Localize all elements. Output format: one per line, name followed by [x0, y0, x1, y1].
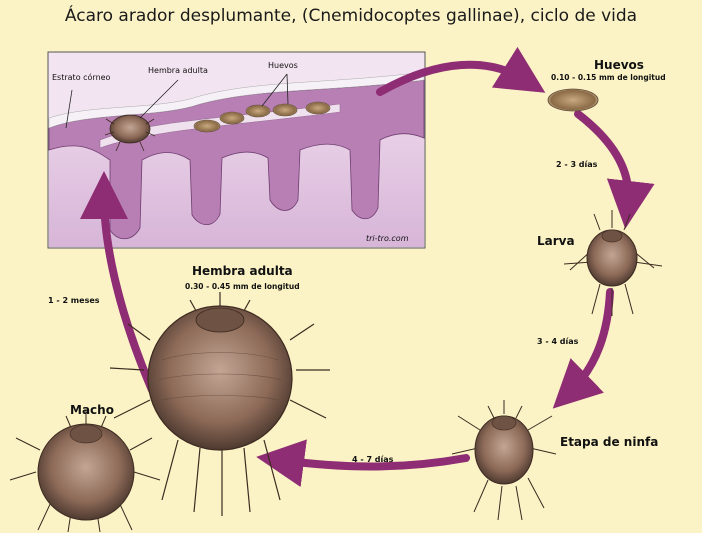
egg-illustration — [548, 89, 598, 111]
adult-female-size-label: 0.30 - 0.45 mm de longitud — [185, 282, 300, 291]
stratum-corneum-label: Estrato córneo — [52, 73, 110, 82]
duration-larva-to-nymph: 3 - 4 días — [537, 337, 578, 346]
adult-female-stage-label: Hembra adulta — [192, 264, 293, 278]
nymph-stage-label: Etapa de ninfa — [560, 435, 658, 449]
duration-adult-to-skin: 1 - 2 meses — [48, 296, 100, 305]
male-stage-label: Macho — [70, 403, 114, 417]
male-illustration — [10, 410, 160, 532]
adult-female-illustration — [110, 292, 330, 516]
inset-eggs-label: Huevos — [268, 61, 298, 70]
eggs-size-label: 0.10 - 0.15 mm de longitud — [551, 73, 666, 82]
credit-label: tri-tro.com — [366, 234, 408, 243]
inset-female-label: Hembra adulta — [148, 66, 208, 75]
eggs-stage-label: Huevos — [594, 58, 644, 72]
larva-stage-label: Larva — [537, 234, 575, 248]
duration-eggs-to-larva: 2 - 3 días — [556, 160, 597, 169]
duration-nymph-to-adult: 4 - 7 días — [352, 455, 393, 464]
